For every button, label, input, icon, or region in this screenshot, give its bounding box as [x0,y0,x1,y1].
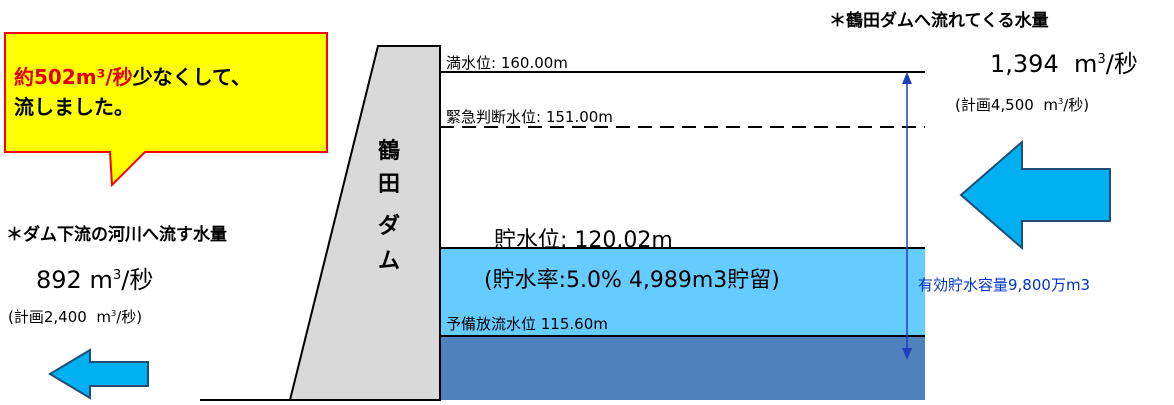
capacity-arrow-head-bottom [902,348,912,360]
callout-box [4,32,328,188]
inflow-plan-suffix: /秒) [1063,96,1090,114]
dam-name-char: ム [377,249,400,274]
reserve-water [440,336,925,400]
outflow-unit-m: m [89,266,113,294]
reserve-level-label: 予備放流水位 115.60m [446,315,608,333]
outflow-arrow [48,348,149,400]
outflow-plan-prefix: (計画2,400 [8,308,87,326]
outflow-plan-suffix: /秒) [116,308,143,326]
inflow-unit-rest: /秒 [1105,50,1138,78]
callout-red-text: 約502m³/秒 [14,65,133,89]
outflow-value: 892 [36,266,82,294]
inflow-title: ＊鶴田ダムへ流れてくる水量 [829,11,1049,31]
inflow-plan-prefix: (計画4,500 [955,96,1034,114]
dam-body [288,45,441,401]
full-level-label: 満水位: 160.00m [446,54,568,72]
callout-text: 約502m³/秒少なくして、 流しました。 [14,62,304,122]
outflow-plan-exp: 3 [110,308,117,318]
outflow-unit-exp: 3 [112,268,122,283]
inflow-plan: (計画4,500 m3/秒) [955,96,1090,114]
emergency-level-label: 緊急判断水位: 151.00m [446,108,613,126]
dam-name-char: ダ [377,214,400,239]
callout-line1-rest: 少なくして、 [132,65,252,89]
inflow-unit-m: m [1073,50,1098,78]
inflow-arrow [959,139,1111,251]
capacity-label: 有効貯水容量9,800万m3 [918,276,1091,294]
inflow-value: 1,394 [990,50,1059,78]
callout-line2: 流しました。 [14,95,134,119]
outflow-plan: (計画2,400 m3/秒) [8,308,143,326]
outflow-title: ＊ダム下流の河川へ流す水量 [6,225,227,245]
storage-rate-label: (貯水率:5.0% 4,989m3貯留) [484,268,780,293]
storage-level-label: 貯水位: 120.02m [494,228,673,253]
inflow-value-line: 1,394 m3/秒 [990,44,1138,79]
dam-name-char: 鶴 [377,139,400,164]
outflow-unit-rest: /秒 [121,266,154,294]
inflow-unit-exp: 3 [1097,52,1106,67]
storage-water [440,248,925,336]
inflow-plan-exp: 3 [1057,96,1064,106]
capacity-arrow-head-top [902,72,912,84]
outflow-value-line: 892 m3/秒 [36,260,153,295]
dam-name-char: 田 [377,172,400,197]
